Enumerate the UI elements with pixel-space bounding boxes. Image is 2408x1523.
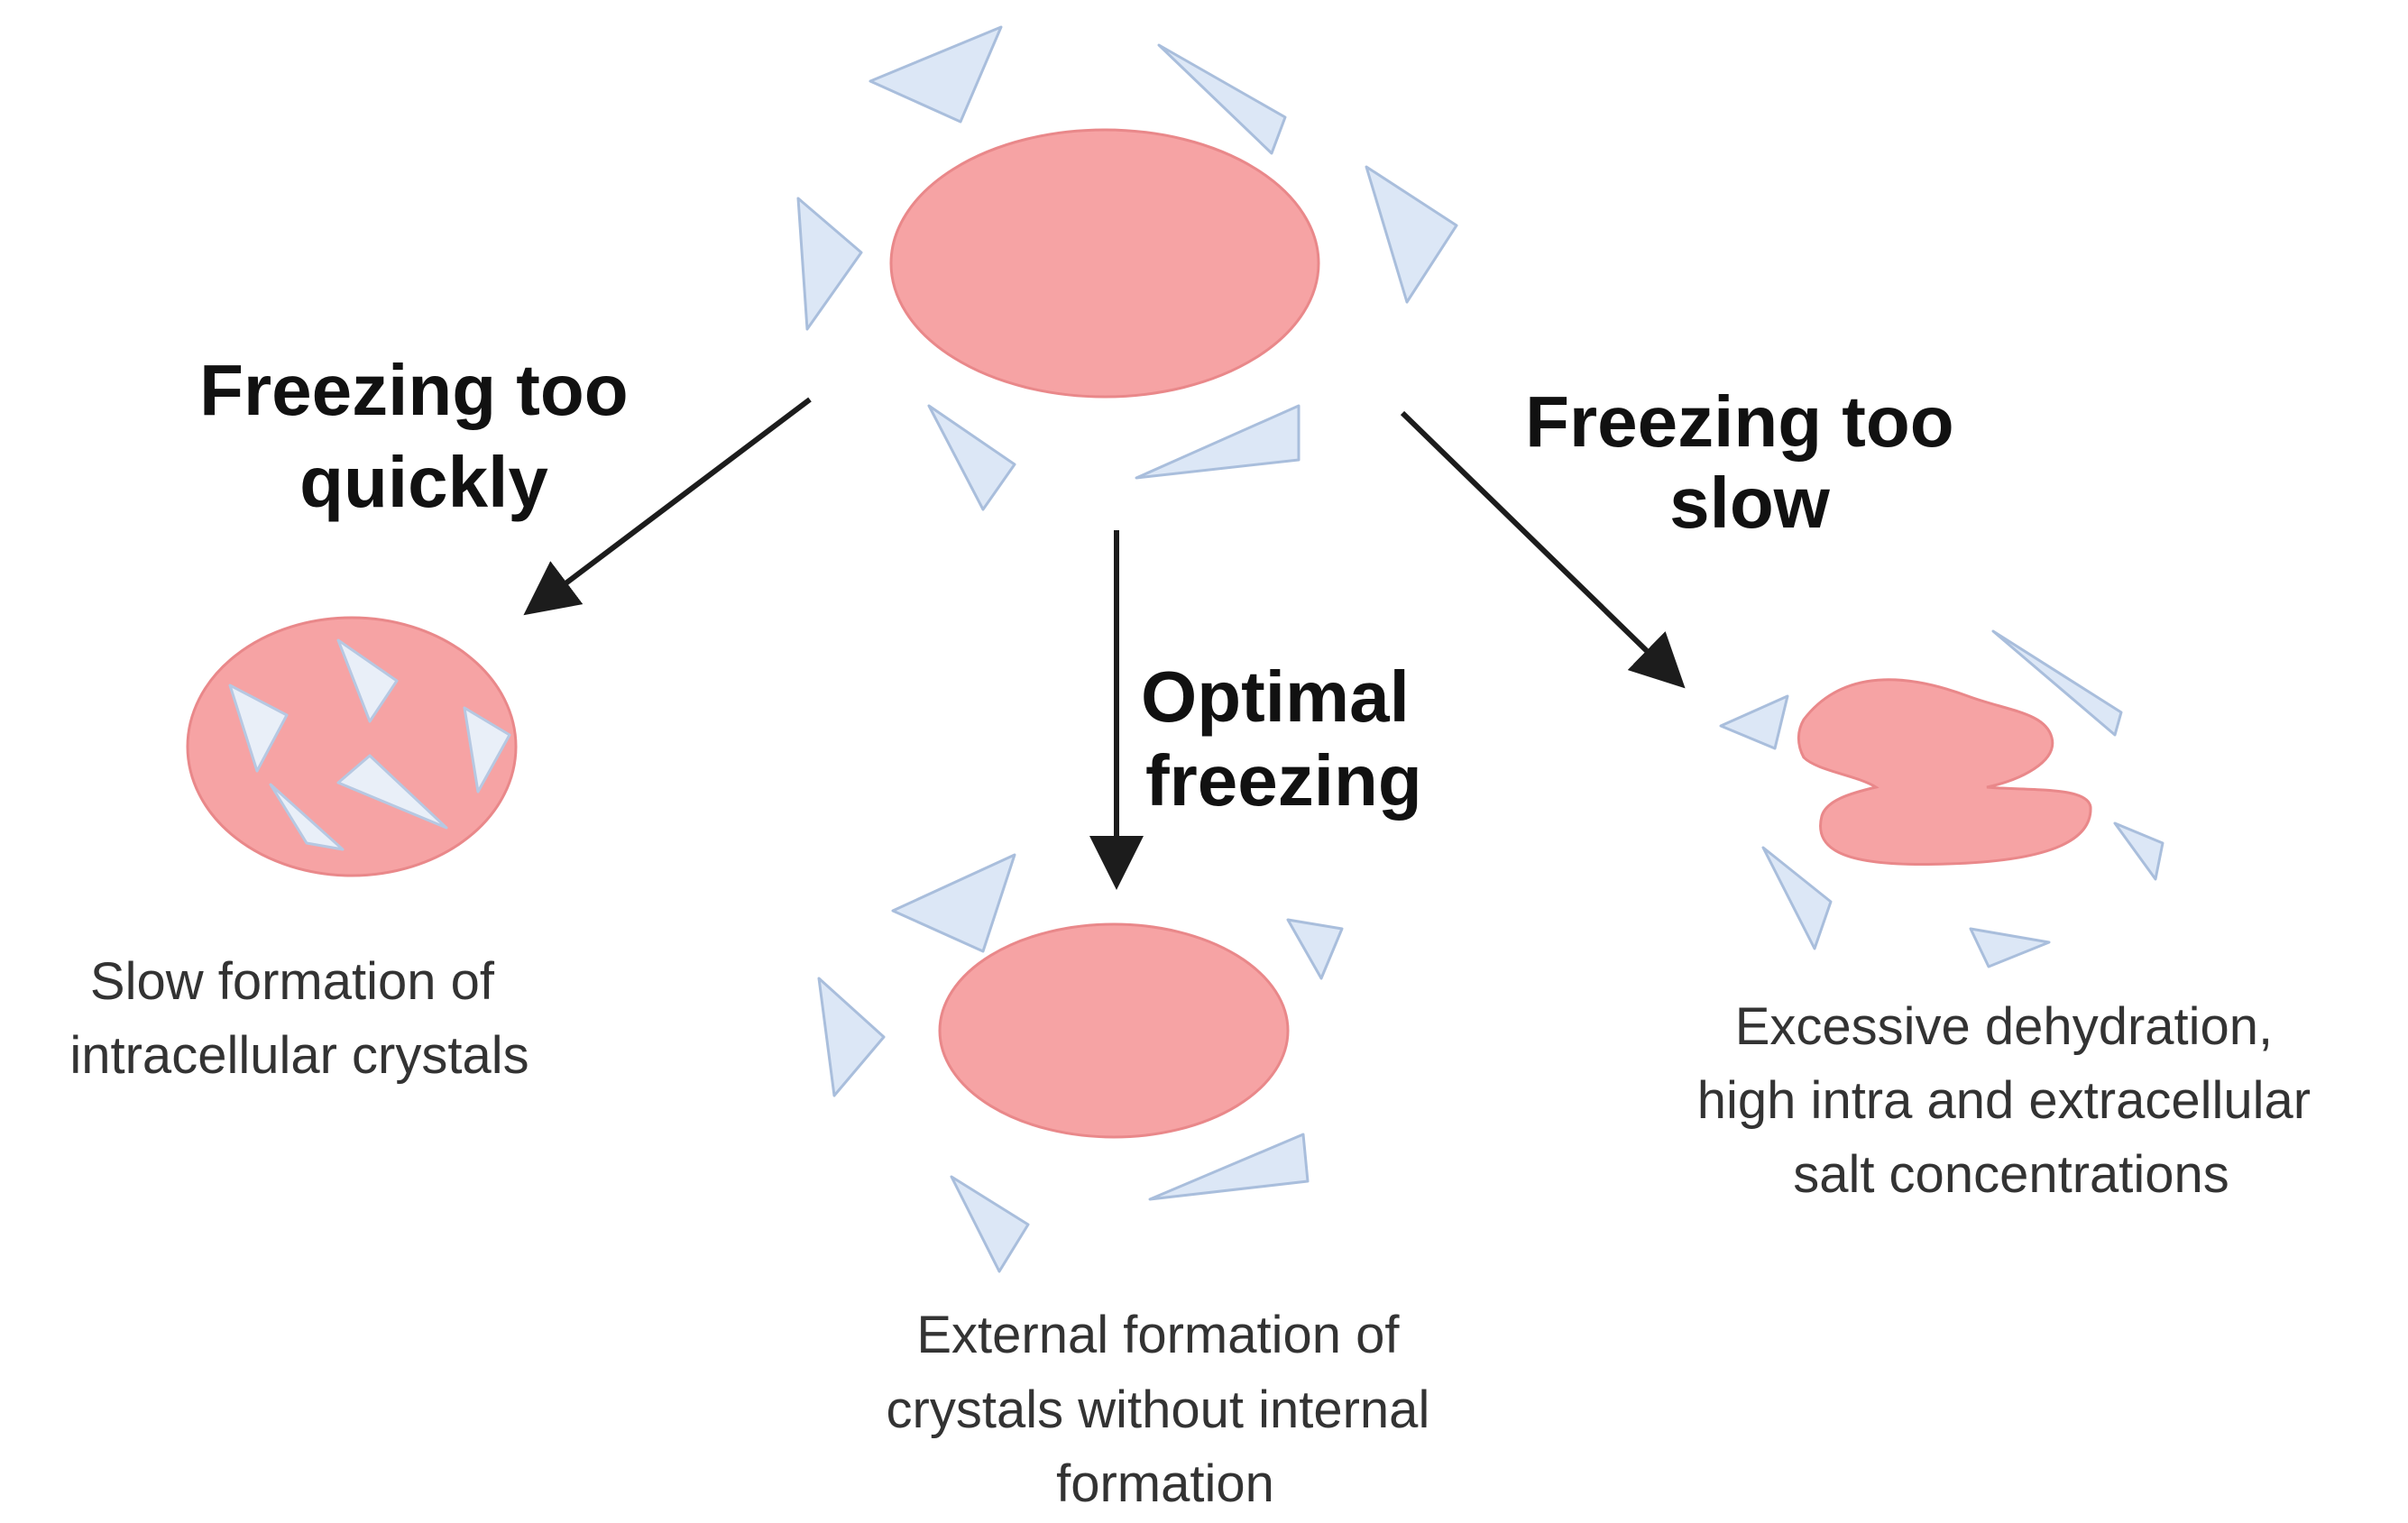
intracellular-crystal xyxy=(463,706,511,794)
crystal xyxy=(2113,821,2164,881)
crystal xyxy=(869,25,1003,124)
crystal xyxy=(1286,918,1344,980)
crystal xyxy=(1969,927,2051,968)
label-optimal-line-1: Optimal xyxy=(1141,656,1410,737)
top-cell xyxy=(889,128,1320,399)
top-cell-group xyxy=(796,25,1458,511)
crystal xyxy=(1365,165,1458,304)
caption-optimal-line-2: crystals without internal xyxy=(887,1381,1430,1439)
caption-optimal-line-1: External formation of xyxy=(916,1306,1400,1364)
optimal-cell xyxy=(938,922,1290,1139)
crystal xyxy=(891,853,1016,953)
label-fast-line-1: Freezing too xyxy=(199,350,629,430)
crystal xyxy=(950,1175,1030,1273)
label-optimal: Optimal freezing xyxy=(1141,656,1429,821)
crystal xyxy=(1157,43,1287,155)
shrunken-cell xyxy=(1797,678,2092,867)
crystal xyxy=(1135,404,1301,480)
intracellular-crystal xyxy=(336,754,448,830)
crystal xyxy=(796,197,863,331)
crystal xyxy=(1719,694,1789,750)
label-optimal-line-2: freezing xyxy=(1145,740,1422,821)
intracellular-crystal xyxy=(269,783,345,851)
caption-optimal: External formation of crystals without i… xyxy=(887,1306,1445,1513)
crystal xyxy=(1761,846,1833,950)
caption-fast-line-2: intracellular crystals xyxy=(69,1026,528,1085)
label-slow: Freezing too slow xyxy=(1525,381,1974,543)
caption-optimal-line-3: formation xyxy=(1056,1454,1274,1513)
caption-slow-line-2: high intra and extracellular xyxy=(1697,1071,2311,1130)
label-fast: Freezing too quickly xyxy=(199,350,648,522)
caption-fast-line-1: Slow formation of xyxy=(90,952,495,1011)
arrow-fast xyxy=(523,397,812,616)
optimal-cell-group xyxy=(817,853,1344,1273)
caption-slow-line-3: salt concentrations xyxy=(1793,1145,2229,1204)
crystal xyxy=(927,404,1016,511)
crystal xyxy=(1148,1133,1310,1201)
crystal xyxy=(817,977,886,1097)
intracellular-crystal xyxy=(228,684,289,773)
caption-slow: Excessive dehydration, high intra and ex… xyxy=(1697,997,2325,1204)
label-slow-line-1: Freezing too xyxy=(1525,381,1954,462)
arrow-slow xyxy=(1400,410,1686,689)
slow-cell-group xyxy=(1719,629,2164,968)
label-fast-line-2: quickly xyxy=(299,442,548,522)
fast-cell xyxy=(186,616,518,877)
caption-fast: Slow formation of intracellular crystals xyxy=(69,952,528,1085)
crystal xyxy=(1991,629,2123,737)
caption-slow-line-1: Excessive dehydration, xyxy=(1735,997,2273,1056)
label-slow-line-2: slow xyxy=(1669,463,1831,543)
fast-cell-group xyxy=(186,616,518,877)
intracellular-crystal xyxy=(336,638,399,723)
